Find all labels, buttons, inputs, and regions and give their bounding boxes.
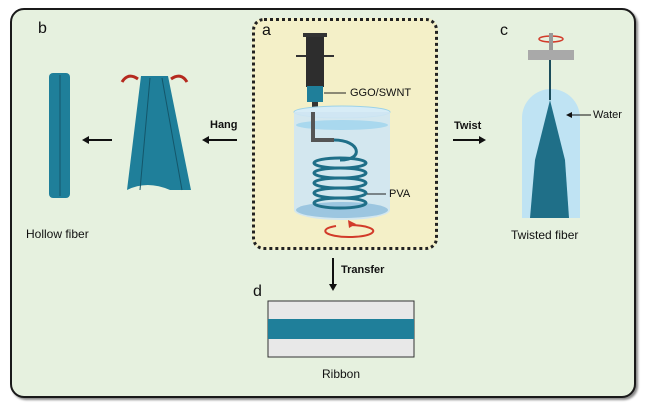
syringe-plunger-top — [303, 33, 327, 37]
twisted-fiber — [530, 100, 569, 218]
ribbon-caption: Ribbon — [322, 367, 361, 381]
pva-label: PVA — [389, 188, 411, 200]
cone-seams — [139, 77, 183, 191]
bath-surface — [296, 120, 388, 130]
panel-d-label: d — [253, 283, 262, 300]
rotation-arrow-a — [324, 224, 375, 238]
ribbon — [268, 319, 414, 339]
helix-fiber — [312, 138, 368, 210]
rotation-arrowhead-a — [348, 220, 356, 228]
ggo-swnt-label: GGO/SWNT — [350, 87, 412, 99]
syringe-barrel — [306, 37, 324, 87]
water-label: Water — [593, 109, 622, 121]
twisted-fiber-caption: Twisted fiber — [511, 228, 579, 242]
twist-label: Twist — [454, 120, 482, 132]
rotation-arrow-right — [170, 74, 189, 83]
twist-clamp — [528, 50, 574, 60]
panel-a-label: a — [262, 22, 271, 39]
panel-b-label: b — [38, 20, 47, 37]
needle — [311, 112, 334, 142]
panel-c-label: c — [500, 22, 508, 39]
hang-label: Hang — [210, 119, 238, 131]
rotation-arrow-left — [120, 74, 139, 83]
transfer-label: Transfer — [341, 264, 385, 276]
syringe-solution — [307, 86, 323, 102]
hollow-fiber-caption: Hollow fiber — [26, 227, 89, 241]
